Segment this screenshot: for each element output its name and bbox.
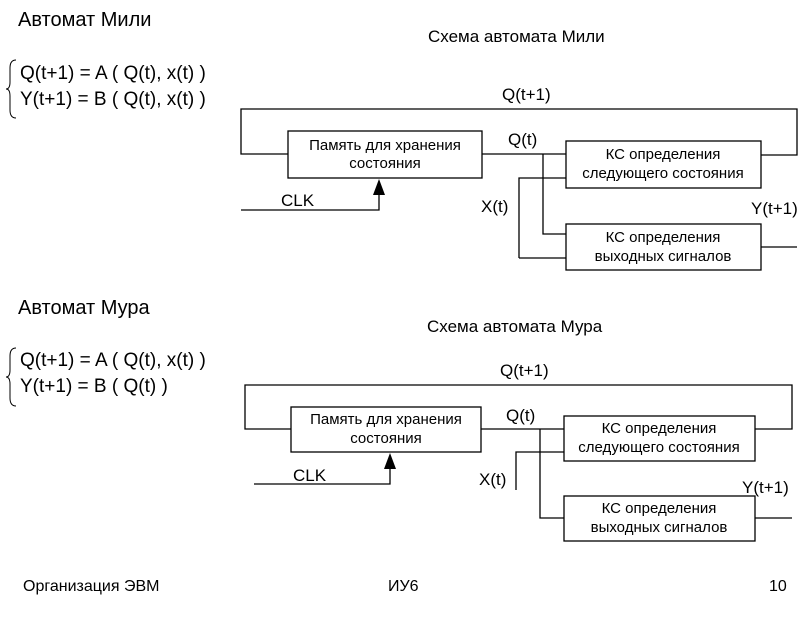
moore-formula-output: Y(t+1) = B ( Q(t) ) [20, 376, 168, 397]
mealy-feedback-wire [240, 108, 798, 156]
mealy-output-signal-label: Y(t+1) [751, 199, 798, 218]
moore-clk-label: CLK [293, 466, 327, 485]
moore-next-state-label-1: КС определения [602, 420, 717, 437]
moore-memory-label-2: состояния [350, 430, 421, 447]
moore-memory-label-1: Память для хранения [310, 411, 462, 428]
moore-formula-state: Q(t+1) = A ( Q(t), x(t) ) [20, 350, 206, 371]
mealy-formula-brace [5, 59, 17, 119]
footer-course: Организация ЭВМ [23, 578, 160, 595]
mealy-input-wire [518, 177, 566, 258]
mealy-clk-wire [241, 194, 380, 211]
moore-diagram: Схема автомата Мура Q(t+1) Память для хр… [244, 317, 793, 542]
mealy-formula-output: Y(t+1) = B ( Q(t), x(t) ) [20, 89, 206, 110]
mealy-memory-label-1: Память для хранения [309, 137, 461, 154]
mealy-formulas: Q(t+1) = A ( Q(t), x(t) ) Y(t+1) = B ( Q… [20, 61, 206, 113]
mealy-next-state-label-2: следующего состояния [582, 165, 743, 182]
moore-formula-brace [5, 347, 17, 407]
moore-clk-arrow [384, 453, 396, 469]
moore-output-label-2: выходных сигналов [591, 519, 728, 536]
moore-formulas: Q(t+1) = A ( Q(t), x(t) ) Y(t+1) = B ( Q… [20, 348, 206, 400]
moore-state-to-output-wire [539, 429, 564, 519]
mealy-output-label-2: выходных сигналов [595, 248, 732, 265]
moore-state-label: Q(t) [506, 406, 535, 425]
footer-page-number: 10 [769, 578, 787, 595]
mealy-input-label: X(t) [481, 197, 508, 216]
mealy-state-to-output-wire [542, 154, 566, 235]
mealy-next-state-box [565, 140, 762, 189]
moore-clk-wire [254, 468, 391, 485]
moore-feedback-label: Q(t+1) [500, 361, 549, 380]
footer-department: ИУ6 [388, 578, 419, 595]
mealy-diagram: Схема автомата Мили Q(t+1) Память для хр… [240, 27, 798, 271]
moore-output-label-1: КС определения [602, 500, 717, 517]
moore-next-state-box [563, 415, 756, 462]
moore-memory-box [290, 406, 482, 453]
mealy-heading: Автомат Мили [18, 9, 152, 31]
mealy-next-state-label-1: КС определения [606, 146, 721, 163]
moore-input-wire [515, 451, 564, 490]
mealy-clk-label: CLK [281, 191, 315, 210]
moore-feedback-wire [244, 384, 793, 430]
moore-output-signal-label: Y(t+1) [742, 478, 789, 497]
moore-heading: Автомат Мура [18, 297, 150, 319]
mealy-feedback-label: Q(t+1) [502, 85, 551, 104]
mealy-output-box [565, 223, 762, 271]
moore-output-box [563, 495, 756, 542]
moore-next-state-label-2: следующего состояния [578, 439, 739, 456]
moore-diagram-title: Схема автомата Мура [427, 317, 603, 336]
moore-input-label: X(t) [479, 470, 506, 489]
mealy-diagram-title: Схема автомата Мили [428, 27, 605, 46]
mealy-memory-label-2: состояния [349, 155, 420, 172]
mealy-output-label-1: КС определения [606, 229, 721, 246]
mealy-formula-state: Q(t+1) = A ( Q(t), x(t) ) [20, 63, 206, 84]
mealy-state-label: Q(t) [508, 130, 537, 149]
mealy-clk-arrow [373, 179, 385, 195]
